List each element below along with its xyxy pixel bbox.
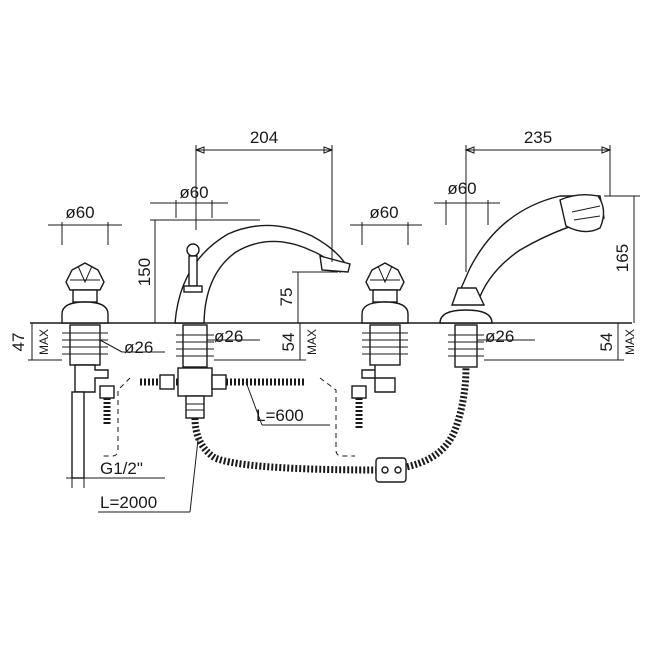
dim-deck-spout-text: 54: [279, 333, 298, 352]
dim-deck-spout: 54 MAX: [214, 323, 319, 361]
dim-spout-height-text: 150: [135, 258, 154, 286]
spout: [140, 224, 351, 419]
dim-spout-reach: 204: [194, 128, 334, 262]
right-pipe-guide: [319, 377, 355, 457]
dim-right-handle-dia-text: ø60: [369, 203, 398, 222]
dim-shank-shower-text: ø26: [485, 327, 514, 346]
dim-deck-shower-text: 54: [597, 333, 616, 352]
dim-shank-left: ø26: [99, 338, 165, 357]
dim-shower-base-dia-text: ø60: [447, 179, 476, 198]
dim-deck-spout-max: MAX: [305, 329, 319, 355]
dim-shower-base-dia: ø60: [434, 179, 500, 225]
dim-right-handle-dia: ø60: [350, 203, 422, 245]
dim-spout-base-dia-text: ø60: [179, 183, 208, 202]
left-handle: [61, 262, 115, 479]
dim-shank-left-text: ø26: [124, 338, 153, 357]
dim-hose-length-text: L=2000: [100, 493, 157, 512]
dim-thread-text: G1/2": [100, 459, 143, 478]
dim-spout-height: 150: [135, 219, 260, 323]
dim-spout-reach-text: 204: [250, 128, 278, 147]
dim-hose-length: L=2000: [98, 439, 199, 513]
dim-shower-height-text: 165: [613, 244, 632, 272]
dim-shank-shower: ø26: [477, 327, 535, 346]
dim-spout-outlet: 75: [277, 271, 338, 323]
dim-deck-shower: 54 MAX: [484, 323, 637, 361]
dim-spout-outlet-text: 75: [277, 288, 296, 307]
dim-deck-shower-max: MAX: [623, 329, 637, 355]
dim-deck-left-max: MAX: [37, 329, 51, 355]
dim-deck-left-text: 47: [9, 333, 28, 352]
dim-thread: G1/2": [66, 459, 165, 488]
dim-shower-reach-text: 235: [524, 128, 552, 147]
dim-shank-spout-text: ø26: [214, 327, 243, 346]
dim-shower-height: 165: [604, 195, 640, 323]
dim-connector-length: L=600: [245, 381, 330, 426]
dim-connector-length-text: L=600: [256, 406, 304, 425]
dim-spout-base-dia: ø60: [150, 183, 228, 218]
right-handle: [351, 262, 409, 428]
dim-shower-reach: 235: [464, 128, 612, 272]
dim-deck-left: 47 MAX: [9, 323, 62, 361]
dim-shank-spout: ø26: [207, 327, 260, 346]
hand-shower: [439, 193, 605, 368]
dim-left-handle-dia: ø60: [48, 203, 122, 245]
left-pipe-guide: [100, 377, 131, 457]
dim-left-handle-dia-text: ø60: [65, 203, 94, 222]
hose-weight: [375, 457, 407, 483]
